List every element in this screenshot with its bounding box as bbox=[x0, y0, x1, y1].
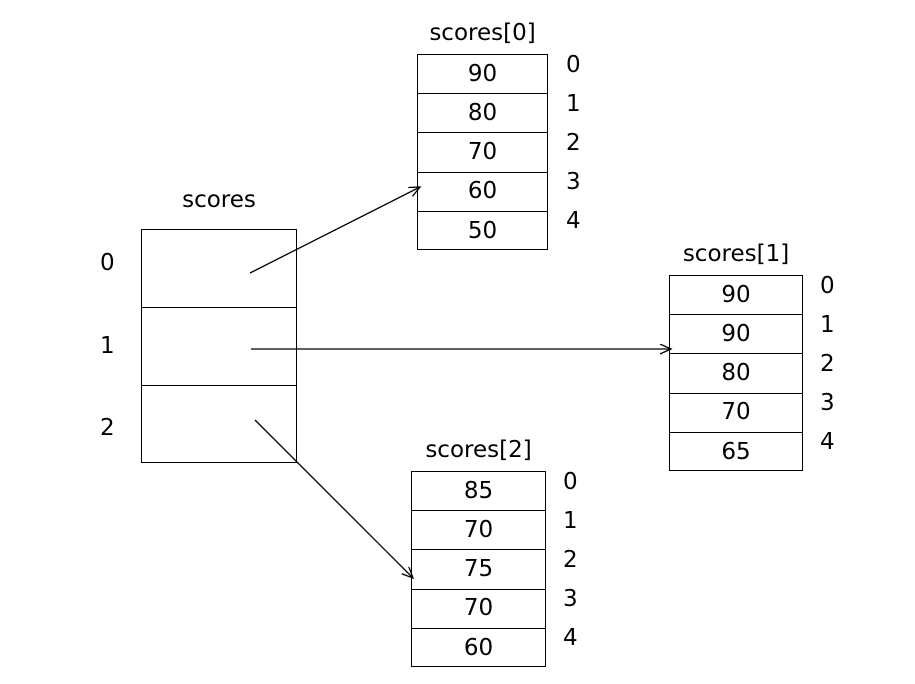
array-1-index-0: 0 bbox=[820, 272, 835, 299]
array-1-index-3: 3 bbox=[820, 390, 835, 417]
array-2-index-1: 1 bbox=[563, 507, 578, 534]
array-0-index-3: 3 bbox=[566, 169, 581, 196]
array-2-cell-3[interactable]: 70 bbox=[412, 590, 545, 629]
array-1-cell-1[interactable]: 90 bbox=[670, 315, 802, 355]
array-2-index-2: 2 bbox=[563, 547, 578, 573]
pointer-array-index-2: 2 bbox=[100, 415, 115, 441]
array-0-cell-4[interactable]: 50 bbox=[467, 217, 498, 244]
array-title-0: scores[0] bbox=[429, 20, 536, 46]
pointer-array-cell-2[interactable] bbox=[142, 386, 296, 464]
array-title-2: scores[2] bbox=[425, 437, 532, 463]
array-0-cell-2[interactable]: 70 bbox=[418, 133, 547, 173]
array-2-cell-0[interactable]: 85 bbox=[412, 472, 545, 512]
pointer-array-title: scores bbox=[182, 187, 256, 213]
array-0-cell-0[interactable]: 90 bbox=[418, 55, 547, 95]
pointer-array-box bbox=[141, 229, 297, 463]
array-1-index-1: 1 bbox=[820, 311, 835, 338]
array-0-index-0: 0 bbox=[566, 51, 581, 78]
array-1-cell-2[interactable]: 80 bbox=[670, 354, 802, 394]
array-1-index-2: 2 bbox=[820, 351, 835, 377]
array-2-index-3: 3 bbox=[563, 586, 578, 613]
array-1-cell-4[interactable]: 65 bbox=[721, 438, 751, 465]
array-2-cell-2[interactable]: 75 bbox=[412, 550, 545, 590]
array-0-cell-1[interactable]: 80 bbox=[418, 94, 547, 134]
pointer-array-cell-0[interactable] bbox=[142, 230, 296, 308]
array-0-cell-3[interactable]: 60 bbox=[418, 173, 547, 212]
array-0-index-1: 1 bbox=[566, 90, 581, 117]
array-0-index-2: 2 bbox=[566, 130, 581, 156]
array-0-index-4: 4 bbox=[566, 208, 581, 235]
array-title-1: scores[1] bbox=[682, 241, 790, 267]
array-1-index-4: 4 bbox=[820, 429, 835, 456]
array-2-cell-1[interactable]: 70 bbox=[412, 511, 545, 551]
pointer-array-index-1: 1 bbox=[100, 333, 115, 359]
array-2-cell-4[interactable]: 60 bbox=[463, 634, 494, 661]
pointer-array-cell-1[interactable] bbox=[142, 308, 296, 386]
array-2-index-4: 4 bbox=[563, 625, 578, 652]
array-1-cell-3[interactable]: 70 bbox=[670, 394, 802, 433]
array-2-index-0: 0 bbox=[563, 468, 578, 495]
pointer-array-index-0: 0 bbox=[100, 250, 115, 276]
array-1-cell-0[interactable]: 90 bbox=[670, 276, 802, 316]
